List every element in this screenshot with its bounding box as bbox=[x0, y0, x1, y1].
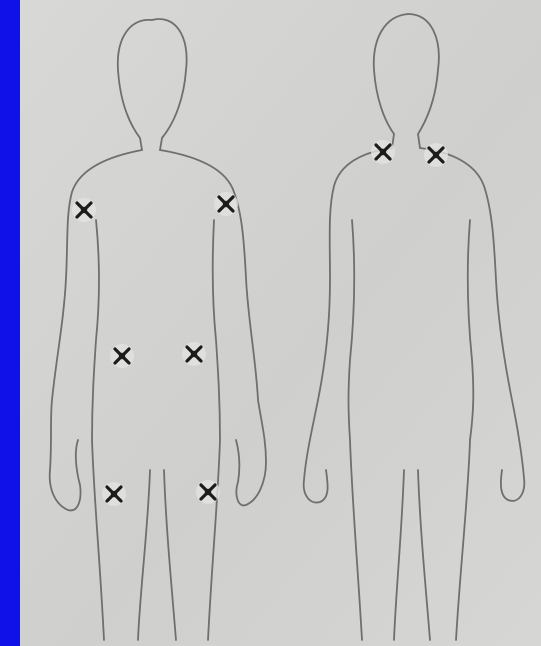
marker-center bbox=[223, 201, 229, 207]
electrode-marker-back-left-upper-back bbox=[371, 140, 395, 164]
marker-center bbox=[380, 149, 386, 155]
marker-center bbox=[433, 152, 439, 158]
paper-background bbox=[20, 0, 541, 646]
marker-center bbox=[111, 491, 117, 497]
blue-frame-edge bbox=[0, 0, 20, 646]
electrode-marker-front-right-thigh bbox=[196, 480, 220, 504]
electrode-marker-front-right-shoulder bbox=[214, 192, 238, 216]
electrode-marker-front-left-thigh bbox=[102, 482, 126, 506]
electrode-marker-front-right-hip bbox=[182, 342, 206, 366]
electrode-marker-back-right-upper-back bbox=[424, 143, 448, 167]
electrode-marker-front-left-hip bbox=[110, 344, 134, 368]
electrode-marker-front-left-shoulder bbox=[72, 198, 96, 222]
marker-center bbox=[191, 351, 197, 357]
marker-center bbox=[205, 489, 211, 495]
marker-center bbox=[119, 353, 125, 359]
marker-center bbox=[81, 207, 87, 213]
